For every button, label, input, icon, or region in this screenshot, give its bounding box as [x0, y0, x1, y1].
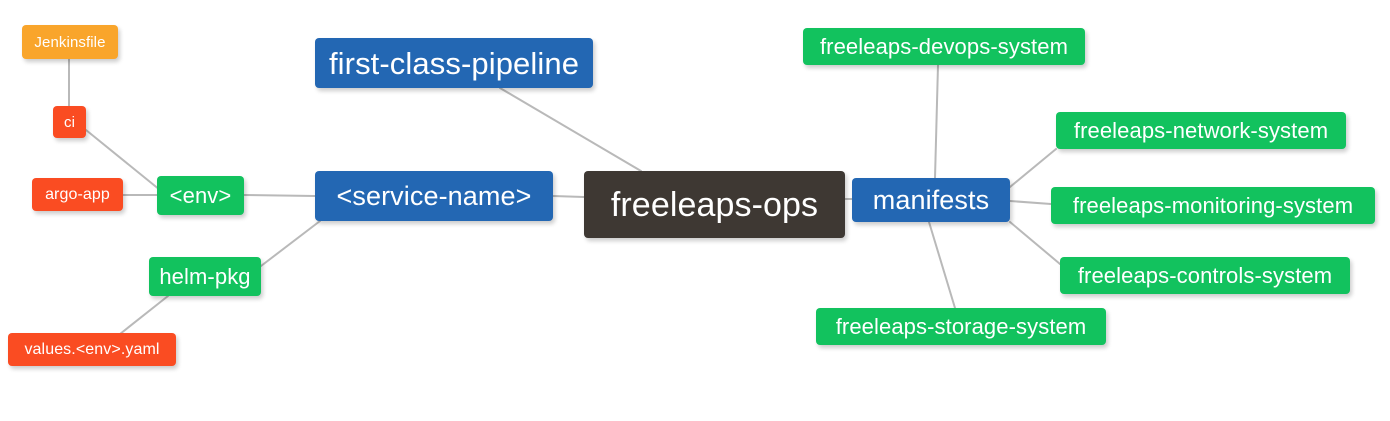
- edge-storage-manifests: [928, 221, 956, 309]
- node-label-freeleaps-ops: freeleaps-ops: [610, 185, 819, 224]
- node-env[interactable]: <env>: [157, 176, 244, 215]
- node-label-helm-pkg: helm-pkg: [159, 263, 251, 289]
- node-label-freeleaps-network-system: freeleaps-network-system: [1073, 117, 1329, 143]
- edge-controls-manifests: [1009, 221, 1061, 265]
- node-helm-pkg[interactable]: helm-pkg: [149, 257, 261, 296]
- edge-monitoring-manifests: [1009, 200, 1052, 205]
- node-label-freeleaps-storage-system: freeleaps-storage-system: [835, 313, 1087, 339]
- node-first-class-pipeline[interactable]: first-class-pipeline: [315, 38, 593, 88]
- edge-helm-pkg-values: [119, 295, 169, 335]
- edge-devops-manifests: [934, 64, 939, 179]
- node-argo-app[interactable]: argo-app: [32, 178, 123, 211]
- node-freeleaps-ops[interactable]: freeleaps-ops: [584, 171, 845, 238]
- node-label-freeleaps-controls-system: freeleaps-controls-system: [1077, 262, 1333, 288]
- edge-env-service-name: [243, 194, 316, 197]
- node-manifests[interactable]: manifests: [852, 178, 1010, 222]
- node-label-values-env-yaml: values.<env>.yaml: [24, 340, 160, 358]
- node-label-argo-app: argo-app: [45, 185, 110, 203]
- edge-network-manifests: [1009, 148, 1057, 188]
- node-label-freeleaps-monitoring-system: freeleaps-monitoring-system: [1072, 192, 1354, 218]
- node-ci[interactable]: ci: [53, 106, 86, 138]
- node-label-ci: ci: [63, 113, 76, 131]
- node-label-freeleaps-devops-system: freeleaps-devops-system: [819, 33, 1069, 59]
- node-service-name[interactable]: <service-name>: [315, 171, 553, 221]
- node-freeleaps-controls-system[interactable]: freeleaps-controls-system: [1060, 257, 1350, 294]
- node-freeleaps-storage-system[interactable]: freeleaps-storage-system: [816, 308, 1106, 345]
- node-freeleaps-network-system[interactable]: freeleaps-network-system: [1056, 112, 1346, 149]
- node-label-jenkinsfile: Jenkinsfile: [34, 33, 106, 51]
- node-values-env-yaml[interactable]: values.<env>.yaml: [8, 333, 176, 366]
- node-freeleaps-monitoring-system[interactable]: freeleaps-monitoring-system: [1051, 187, 1375, 224]
- edge-first-class-pipeline-root: [499, 87, 642, 172]
- node-jenkinsfile[interactable]: Jenkinsfile: [22, 25, 118, 59]
- edge-service-name-root: [552, 195, 585, 198]
- node-label-manifests: manifests: [872, 184, 990, 215]
- node-label-first-class-pipeline: first-class-pipeline: [328, 45, 580, 81]
- node-label-env: <env>: [169, 182, 232, 208]
- node-label-service-name: <service-name>: [336, 180, 532, 211]
- node-freeleaps-devops-system[interactable]: freeleaps-devops-system: [803, 28, 1085, 65]
- edge-service-name-helm-pkg: [260, 220, 321, 267]
